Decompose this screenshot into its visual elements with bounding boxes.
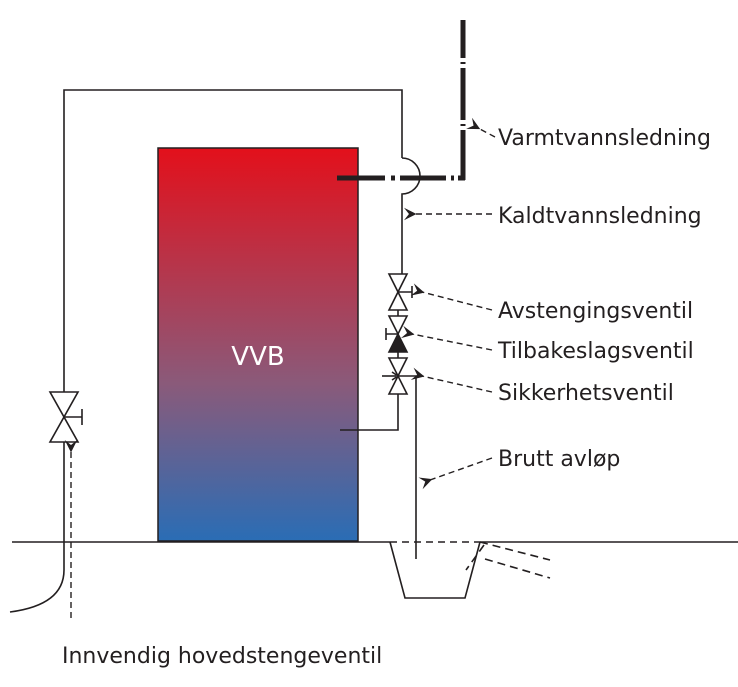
shutoff-valve-icon (387, 273, 413, 311)
hot-water-pipe (337, 20, 466, 181)
label-cold-water: Kaldtvannsledning (498, 204, 702, 229)
drain-basin (389, 541, 481, 599)
label-shutoff-valve: Avstengingsventil (498, 299, 693, 324)
label-check-valve: Tilbakeslagsventil (497, 339, 694, 364)
cold-supply-pipe (63, 89, 403, 392)
label-safety-valve: Sikkerhetsventil (498, 381, 674, 406)
safety-valve-icon (387, 357, 409, 395)
tank-label: VVB (231, 342, 284, 372)
label-main-shutoff: Innvendig hovedstengeventil (62, 644, 382, 669)
water-heater-tank (157, 147, 359, 542)
incoming-main-pipe (9, 442, 65, 613)
check-valve-icon (385, 315, 409, 353)
cold-pipe-crossover (401, 157, 421, 274)
label-hot-water: Varmtvannsledning (498, 126, 711, 151)
drain-pipe (398, 375, 417, 559)
main-shutoff-valve-icon (48, 391, 83, 443)
label-air-gap-drain: Brutt avløp (498, 447, 620, 472)
